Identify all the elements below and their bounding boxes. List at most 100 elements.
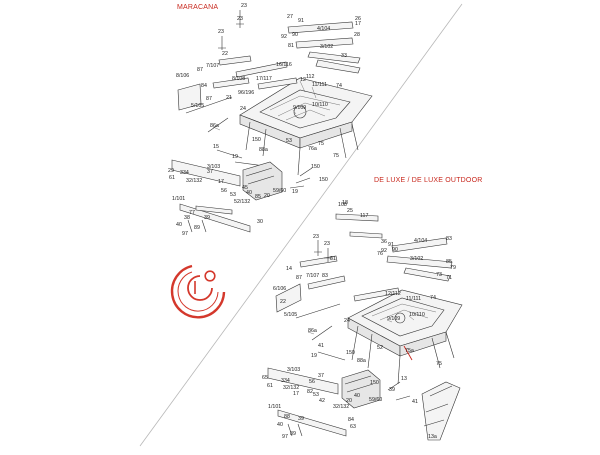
maracana-part-label: 86a <box>210 123 219 129</box>
deluxe-part-label: 32/132 <box>333 404 349 410</box>
maracana-part-label: 16/116 <box>276 62 292 68</box>
deluxe-part-label: 65 <box>262 375 268 381</box>
maracana-part-label: 7/107 <box>206 63 219 69</box>
deluxe-front-panel <box>267 367 339 395</box>
maracana-part-label: 75 <box>318 141 324 147</box>
maracana-part-label: 17 <box>355 21 361 27</box>
deluxe-part-label: 39 <box>298 416 304 422</box>
maracana-part-label: 1/101 <box>172 196 185 202</box>
maracana-part-label: 45 <box>242 185 248 191</box>
maracana-front-panel <box>171 159 241 187</box>
deluxe-part-label: 91 <box>388 242 394 248</box>
maracana-part-label: 8/108 <box>232 76 245 82</box>
maracana-part-label: 33 <box>341 53 347 59</box>
maracana-part-label: 87 <box>206 96 212 102</box>
maracana-top-rail <box>287 21 354 34</box>
deluxe-part-label: 13a <box>428 434 437 440</box>
maracana-part-label: 40 <box>246 190 252 196</box>
maracana-exploded-view <box>171 10 373 233</box>
deluxe-part-label: 42 <box>319 398 325 404</box>
deluxe-part-label: 3/102 <box>410 256 423 262</box>
maracana-part-label: 96/196 <box>238 90 254 96</box>
deluxe-part-label: 23 <box>313 234 319 240</box>
deluxe-part-label: 150 <box>370 380 379 386</box>
deluxe-part-label: 334 <box>281 378 290 384</box>
maracana-part-label: 30 <box>257 219 263 225</box>
deluxe-part-label: 88 <box>284 414 290 420</box>
maracana-part-label: 27 <box>287 14 293 20</box>
deluxe-part-label: 79 <box>450 265 456 271</box>
deluxe-part-label: 89 <box>290 431 296 437</box>
maracana-part-label: 85 <box>255 194 261 200</box>
maracana-part-label: 21 <box>226 95 232 101</box>
deluxe-part-label: 85 <box>446 259 452 265</box>
deluxe-title: DE LUXE / DE LUXE OUTDOOR <box>374 177 483 184</box>
maracana-part-label: 150 <box>252 137 261 143</box>
maracana-part-label: 3/102 <box>320 44 333 50</box>
maracana-part-label: 84 <box>201 83 207 89</box>
deluxe-part-label: 88a <box>357 358 366 364</box>
deluxe-part-label: 97 <box>282 434 288 440</box>
deluxe-part-label: 25 <box>347 208 353 214</box>
deluxe-part-label: 37 <box>318 373 324 379</box>
deluxe-part-label: 81 <box>330 256 336 262</box>
maracana-part-label: 10/110 <box>312 102 328 108</box>
deluxe-part-label: 150 <box>346 350 355 356</box>
deluxe-part-label: 40 <box>277 422 283 428</box>
deluxe-part-label: 117 <box>360 213 368 219</box>
maracana-part-label: 92 <box>281 34 287 40</box>
deluxe-part-label: 14 <box>286 266 292 272</box>
maracana-part-label: 74 <box>336 83 342 89</box>
maracana-part-label: 17 <box>218 179 224 185</box>
maracana-part-label: 37 <box>207 169 213 175</box>
deluxe-part-label: 63 <box>350 424 356 430</box>
deluxe-part-label: 108 <box>338 202 347 208</box>
deluxe-part-label: 71 <box>446 275 452 281</box>
maracana-part-label: 334 <box>180 170 189 176</box>
maracana-part-label: 23 <box>237 16 243 22</box>
maracana-part-label: 32/132 <box>186 178 202 184</box>
deluxe-part-label: 12/112 <box>385 291 401 297</box>
maracana-part-label: 76a <box>308 146 317 152</box>
deluxe-part-label: 87 <box>296 275 302 281</box>
maracana-part-label: 5/105 <box>191 103 204 109</box>
deluxe-part-label: 20 <box>346 398 352 404</box>
deluxe-part-label: 22 <box>280 299 286 305</box>
maracana-part-label: 112 <box>306 74 314 80</box>
maracana-part-label: 24 <box>240 106 246 112</box>
maracana-part-label: 53 <box>230 192 236 198</box>
maracana-part-label: 52/132 <box>234 199 250 205</box>
maracana-part-label: 75 <box>333 153 339 159</box>
deluxe-part-label: 53 <box>313 392 319 398</box>
deluxe-part-label: 36 <box>381 239 387 245</box>
maracana-part-label: 97 <box>182 231 188 237</box>
maracana-part-label: 40 <box>176 222 182 228</box>
deluxe-part-label: 74 <box>430 295 436 301</box>
deluxe-part-label: 6/106 <box>273 286 286 292</box>
maracana-part-label: 81 <box>288 43 294 49</box>
deluxe-part-label: 59/60 <box>369 397 382 403</box>
deluxe-part-label: 32/132 <box>283 385 299 391</box>
deluxe-part-label: 84 <box>348 417 354 423</box>
deluxe-part-label: 90 <box>392 247 398 253</box>
maracana-part-label: 15 <box>213 144 219 150</box>
deluxe-part-label: 7/107 <box>306 273 319 279</box>
deluxe-part-label: 10/110 <box>409 312 425 318</box>
maracana-title: MARACANA <box>177 4 219 11</box>
deluxe-part-label: 86a <box>308 328 317 334</box>
deluxe-part-label: 18 <box>342 200 348 206</box>
deluxe-part-label: 41 <box>412 399 418 405</box>
deluxe-part-label: 1/101 <box>268 404 281 410</box>
maracana-part-label: 23 <box>218 29 224 35</box>
deluxe-part-label: 3/103 <box>287 367 300 373</box>
maracana-part-label: 56 <box>221 188 227 194</box>
deluxe-part-label: 17 <box>293 391 299 397</box>
deluxe-part-label: 76 <box>377 251 383 257</box>
deluxe-part-label: 4/104 <box>414 238 427 244</box>
deluxe-exploded-view <box>267 213 463 441</box>
maracana-part-label: 150 <box>319 177 328 183</box>
maracana-part-label: 20 <box>264 193 270 199</box>
deluxe-part-label: 11/111 <box>406 296 421 302</box>
